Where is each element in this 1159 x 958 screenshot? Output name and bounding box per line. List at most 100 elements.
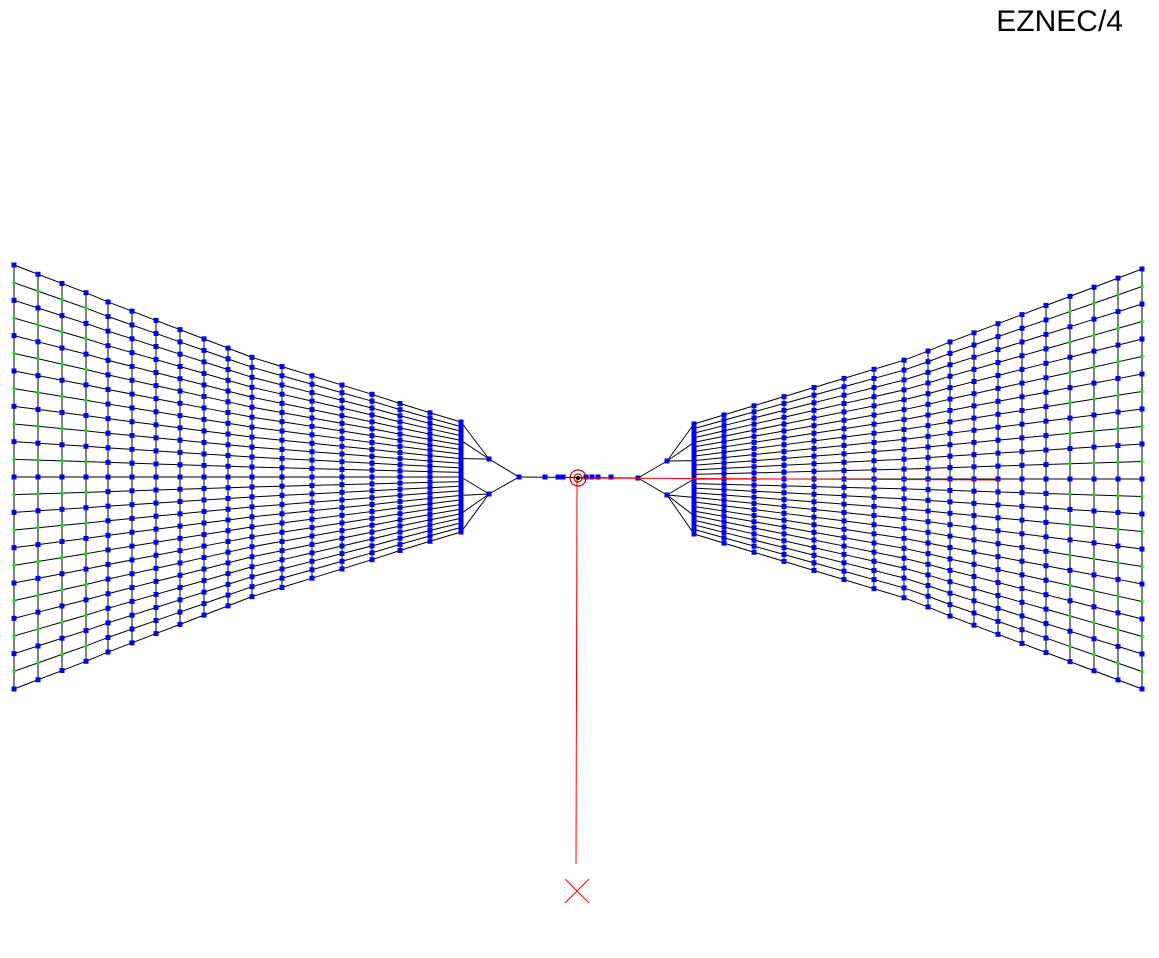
horizontal-wire: [37, 392, 63, 397]
horizontal-wire: [37, 637, 63, 647]
horizontal-wire: [927, 455, 951, 459]
segment-marker: [201, 520, 207, 526]
segment-marker: [105, 620, 111, 626]
segment-marker: [1043, 563, 1049, 569]
segment-marker: [841, 526, 847, 532]
segment-marker: [397, 425, 403, 431]
segment-marker: [225, 367, 231, 373]
segment-marker: [153, 448, 159, 454]
segment-marker: [427, 495, 433, 501]
segment-marker: [751, 543, 757, 549]
horizontal-wire: [843, 432, 875, 438]
horizontal-wire: [1021, 435, 1047, 439]
segment-marker: [751, 494, 757, 500]
segment-marker: [1091, 444, 1097, 450]
segment-marker: [1043, 519, 1049, 525]
horizontal-wire: [783, 492, 815, 495]
segment-marker: [901, 436, 907, 442]
horizontal-wire: [61, 568, 87, 575]
horizontal-wire: [429, 481, 462, 483]
segment-marker: [871, 467, 877, 473]
segment-marker: [947, 373, 953, 379]
load-marker: [84, 429, 88, 433]
feed-wire: [666, 423, 695, 462]
horizontal-wire: [227, 556, 253, 564]
horizontal-wire: [813, 386, 845, 396]
load-marker: [1068, 340, 1072, 344]
horizontal-wire: [203, 540, 229, 547]
horizontal-wire: [927, 398, 951, 405]
horizontal-wire: [37, 341, 63, 349]
horizontal-wire: [813, 501, 845, 505]
segment-marker: [721, 460, 727, 466]
segment-marker: [1019, 517, 1025, 523]
horizontal-wire: [85, 637, 109, 647]
horizontal-wire: [399, 439, 431, 446]
horizontal-wire: [927, 606, 951, 617]
horizontal-wire: [85, 445, 109, 449]
load-marker: [60, 588, 64, 592]
segment-marker: [177, 621, 183, 627]
horizontal-wire: [155, 359, 181, 367]
segment-marker: [339, 566, 345, 572]
horizontal-wire: [927, 352, 951, 363]
segment-marker: [901, 506, 907, 512]
segment-marker: [947, 579, 953, 585]
horizontal-wire: [203, 418, 229, 424]
segment-marker: [35, 609, 41, 615]
segment-marker: [947, 613, 953, 619]
segment-marker: [279, 382, 285, 388]
horizontal-wire: [13, 264, 39, 275]
segment-marker: [59, 635, 65, 641]
segment-marker: [1019, 380, 1025, 386]
segment-marker: [721, 487, 727, 493]
segment-marker: [841, 535, 847, 541]
horizontal-wire: [203, 361, 229, 371]
load-marker: [12, 563, 16, 567]
horizontal-wire: [843, 368, 875, 379]
segment-marker: [11, 368, 17, 374]
segment-marker: [841, 568, 847, 574]
horizontal-wire: [693, 506, 725, 512]
segment-marker: [339, 482, 345, 488]
horizontal-wire: [155, 550, 181, 556]
feed-wire: [637, 460, 668, 479]
horizontal-wire: [1045, 341, 1071, 350]
segment-marker: [925, 540, 931, 546]
segment-marker: [721, 535, 727, 541]
horizontal-wire: [61, 395, 87, 401]
horizontal-wire: [61, 299, 87, 309]
horizontal-wire: [251, 531, 283, 538]
segment-marker: [947, 499, 953, 505]
horizontal-wire: [341, 510, 373, 516]
segment-marker: [105, 401, 111, 407]
load-marker: [84, 490, 88, 494]
horizontal-wire: [949, 356, 975, 366]
segment-marker: [691, 449, 697, 454]
segment-marker: [279, 437, 285, 443]
segment-marker: [225, 356, 231, 362]
horizontal-wire: [973, 452, 999, 456]
segment-marker: [279, 548, 285, 554]
segment-marker: [105, 532, 111, 538]
source-dot-icon: [576, 476, 580, 480]
segment-marker: [249, 414, 255, 420]
segment-marker: [309, 381, 315, 387]
segment-marker: [1115, 677, 1121, 683]
horizontal-wire: [949, 535, 975, 541]
segment-marker: [995, 554, 1001, 560]
horizontal-wire: [179, 488, 205, 490]
segment-marker: [249, 574, 255, 580]
horizontal-wire: [155, 424, 181, 429]
horizontal-wire: [371, 448, 401, 454]
horizontal-wire: [203, 407, 229, 414]
load-marker: [1092, 461, 1096, 465]
horizontal-wire: [107, 330, 133, 340]
horizontal-wire: [281, 375, 313, 385]
segment-marker: [279, 502, 285, 508]
horizontal-wire: [371, 513, 401, 519]
horizontal-wire: [131, 567, 157, 575]
segment-marker: [1019, 627, 1025, 633]
segment-marker: [781, 469, 787, 475]
